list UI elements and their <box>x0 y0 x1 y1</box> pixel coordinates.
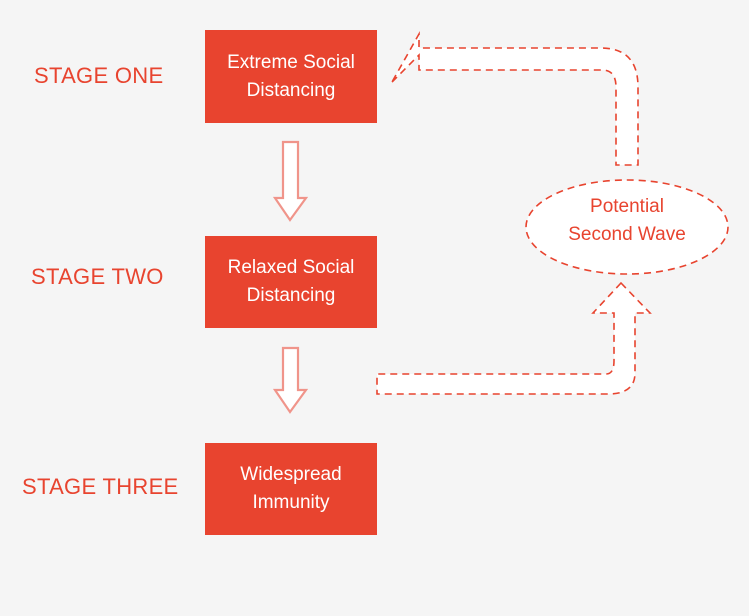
stage-one-label: STAGE ONE <box>34 63 164 88</box>
stage-two-label: STAGE TWO <box>31 264 164 289</box>
down-arrow-stage-two-to-three <box>272 346 309 414</box>
down-arrow-stage-one-to-two <box>272 140 309 222</box>
stage-three-label: STAGE THREE <box>22 474 179 499</box>
dashed-arrow-stage-two-to-second-wave <box>376 281 652 395</box>
dashed-arrow-second-wave-to-stage-one <box>391 30 639 166</box>
ellipse-line-1: Potential <box>590 196 664 217</box>
box-line-1: Relaxed Social <box>227 257 355 279</box>
box-line-2: Immunity <box>252 492 330 513</box>
box-line-1: Extreme Social <box>227 51 355 73</box>
box-line-2: Distancing <box>246 79 336 101</box>
box-line-1: Widespread <box>240 464 342 486</box>
box-line-2: Distancing <box>246 285 336 306</box>
ellipse-line-2: Second Wave <box>568 223 686 245</box>
